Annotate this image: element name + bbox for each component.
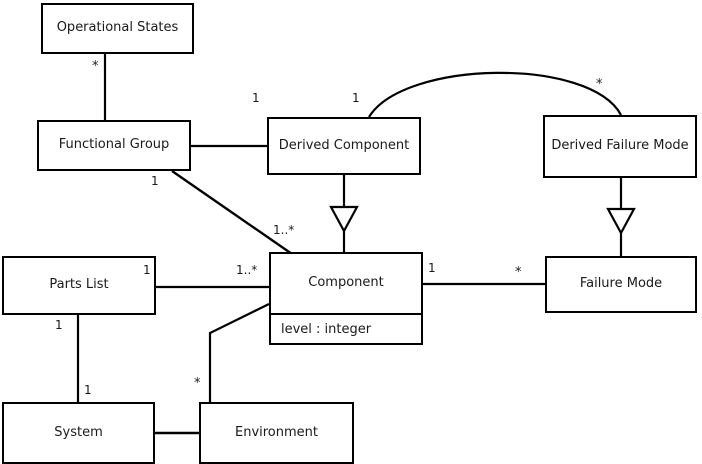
class-name-compartment: Derived Failure Mode (545, 117, 695, 176)
multiplicity-label-parts-list-component-target: 1..* (236, 263, 258, 277)
multiplicity-label-derived-failure-mode-curve: * (596, 77, 603, 92)
class-name-label: Functional Group (58, 137, 170, 153)
multiplicity-label-functional-group-derived-component: 1 (252, 91, 260, 105)
multiplicity-label-component-failure-mode-source: 1 (428, 261, 436, 275)
multiplicity-label-operational-states-functional-group: * (92, 59, 99, 74)
class-name-label: Derived Failure Mode (551, 138, 689, 154)
class-box-system[interactable]: System (2, 402, 155, 464)
class-attribute-label: level : integer (281, 321, 372, 337)
multiplicity-label-parts-list-system-target: 1 (84, 383, 92, 397)
multiplicity-label-functional-group-component-target: 1..* (273, 223, 295, 237)
multiplicity-label-component-failure-mode-target: * (515, 265, 522, 280)
class-box-functional-group[interactable]: Functional Group (37, 120, 191, 171)
class-name-label: Operational States (56, 20, 179, 36)
multiplicity-label-functional-group-component-source: 1 (151, 174, 159, 188)
edge-derived-component-derived-failure-mode (368, 71, 622, 118)
class-name-label: Derived Component (278, 137, 410, 153)
class-box-parts-list[interactable]: Parts List (2, 256, 156, 315)
generalization-triangle-icon-component (329, 205, 359, 234)
class-box-derived-failure-mode[interactable]: Derived Failure Mode (543, 115, 697, 178)
multiplicity-label-derived-component-curve: 1 (352, 91, 360, 105)
class-name-label: System (54, 424, 103, 440)
class-attribute-compartment: level : integer (271, 313, 421, 343)
class-name-compartment: Component (271, 254, 421, 313)
class-name-compartment: Operational States (43, 5, 192, 52)
class-name-compartment: Functional Group (39, 122, 189, 169)
class-name-label: Parts List (49, 277, 109, 293)
edge-component-environment (208, 303, 270, 402)
multiplicity-label-parts-list-component-source: 1 (143, 263, 151, 277)
generalization-triangle-icon-failure-mode (606, 207, 636, 236)
class-box-derived-component[interactable]: Derived Component (267, 117, 421, 175)
class-box-component[interactable]: Component level : integer (269, 252, 423, 345)
class-name-label: Failure Mode (579, 276, 663, 292)
class-box-failure-mode[interactable]: Failure Mode (545, 256, 697, 313)
class-name-compartment: Environment (201, 404, 352, 462)
class-name-label: Component (308, 275, 384, 291)
class-name-compartment: System (4, 404, 153, 462)
class-box-environment[interactable]: Environment (199, 402, 354, 464)
class-name-label: Environment (234, 424, 318, 440)
class-name-compartment: Parts List (4, 258, 154, 313)
edge-functional-group-component (171, 170, 293, 255)
class-name-compartment: Derived Component (269, 119, 419, 173)
class-name-compartment: Failure Mode (547, 258, 695, 311)
multiplicity-label-parts-list-system-source: 1 (55, 318, 63, 332)
multiplicity-label-component-environment: * (194, 376, 201, 391)
class-box-operational-states[interactable]: Operational States (41, 3, 194, 54)
